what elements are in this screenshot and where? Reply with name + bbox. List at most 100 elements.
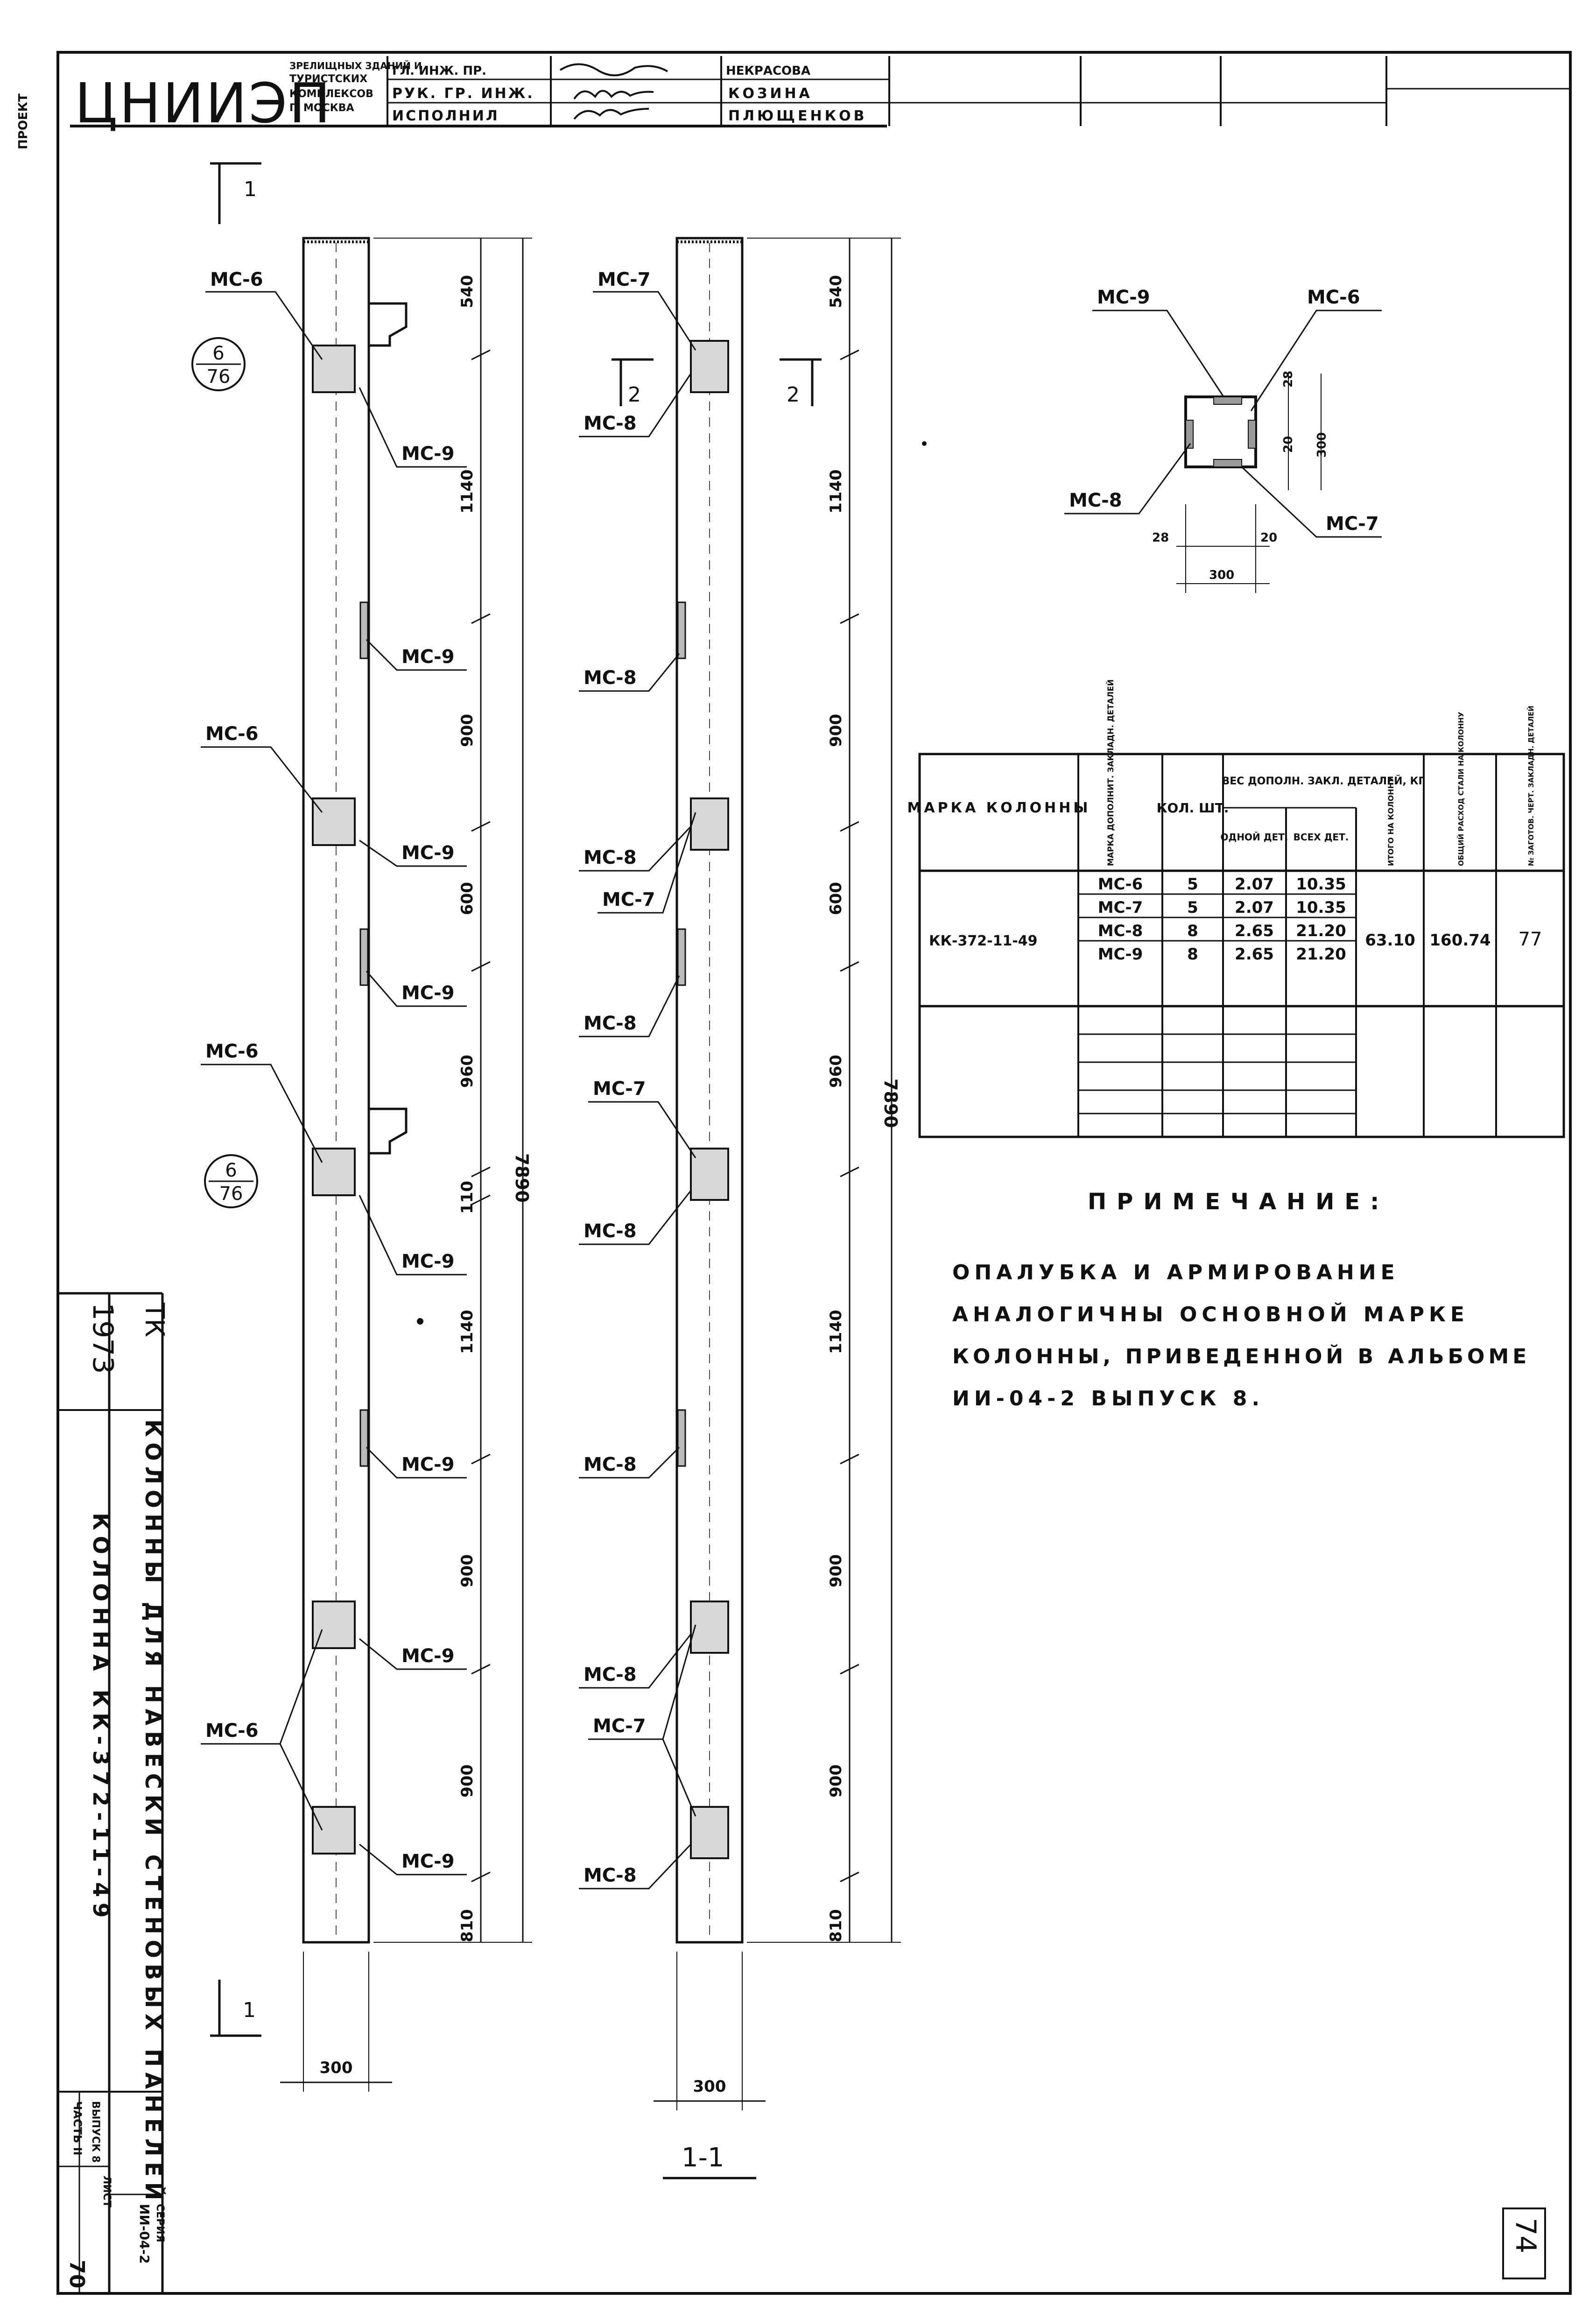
td-qty-2: 8 — [1187, 922, 1198, 940]
th-mark: МАРКА КОЛОННЫ — [907, 800, 1091, 816]
role-1: РУК. ГР. ИНЖ. — [392, 85, 534, 102]
name-2: ПЛЮЩЕНКОВ — [728, 108, 867, 124]
td-all-3: 21.20 — [1296, 945, 1346, 964]
right-dim-8: 810 — [827, 1909, 845, 1942]
left-stamp: 1973 ТК КОЛОННА КК-372-11-49 КОЛОННЫ ДЛЯ… — [58, 1292, 169, 2293]
left-column: 1 1 6 76 6 76 МС-6 МС-9 — [191, 162, 532, 2092]
detail-dim-20b: 20 — [1260, 531, 1277, 545]
left-dim-5: 110 — [458, 1181, 477, 1214]
right-label-6: МС-7 — [593, 1078, 646, 1100]
detail-dim-28b: 28 — [1152, 531, 1169, 545]
note-line-0: ОПАЛУБКА И АРМИРОВАНИЕ — [952, 1261, 1399, 1284]
detail-dim-300a: 300 — [1315, 432, 1329, 458]
detail-dim-28a: 28 — [1281, 371, 1295, 388]
right-label-1: МС-8 — [584, 413, 637, 434]
stamp-code: ТК — [139, 1302, 169, 1337]
org-sub-0: ЗРЕЛИЩНЫХ ЗДАНИЙ И — [289, 60, 422, 71]
specification-table: МАРКА КОЛОННЫ МАРКА ДОПОЛНИТ. ЗАКЛАДН. Д… — [907, 679, 1565, 1138]
left-label-9: МС-9 — [401, 1645, 455, 1667]
td-total: 63.10 — [1365, 931, 1415, 950]
org-name: ЦНИИЭП — [75, 71, 332, 135]
detail-label-br: МС-7 — [1326, 513, 1379, 535]
stamp-drawing: КОЛОННА КК-372-11-49 — [88, 1513, 113, 1923]
right-label-4: МС-7 — [602, 889, 655, 910]
left-dim-0: 540 — [458, 275, 477, 308]
left-dim-1: 1140 — [458, 469, 477, 514]
th-ref: № ЗАГОТОВ. ЧЕРТ. ЗАКЛАДН. ДЕТАЛЕЙ — [1526, 705, 1535, 866]
right-dim-5: 1140 — [827, 1310, 845, 1354]
td-part-3: МС-9 — [1098, 945, 1143, 964]
th-group: ВЕС ДОПОЛН. ЗАКЛ. ДЕТАЛЕЙ, КГ — [1222, 775, 1425, 787]
left-label-3: МС-6 — [205, 723, 259, 745]
left-callout-num-top: 6 — [212, 343, 224, 364]
left-label-1: МС-9 — [401, 443, 455, 465]
td-qty-0: 5 — [1187, 875, 1198, 894]
left-label-11: МС-9 — [401, 1851, 455, 1872]
left-dim-8: 900 — [458, 1764, 477, 1798]
signature-2 — [573, 108, 649, 120]
side-code: ПРОЕКТ — [16, 93, 30, 149]
td-part-0: МС-6 — [1098, 875, 1143, 894]
th-all: ВСЕХ ДЕТ. — [1294, 832, 1349, 843]
right-column: 2 2 МС-7 МС-8 МС-8 МС-8 МС-7 МС-8 МС-7 М… — [579, 237, 901, 2179]
left-width-dim: 300 — [320, 2059, 353, 2077]
td-one-2: 2.65 — [1235, 922, 1274, 940]
right-label-3: МС-8 — [584, 847, 637, 868]
org-sub-3: Г. МОСКВА — [289, 102, 354, 114]
right-dim-7: 900 — [827, 1764, 845, 1798]
left-label-2: МС-9 — [401, 646, 455, 668]
right-dim-3: 600 — [827, 882, 845, 915]
stamp-year: 1973 — [86, 1303, 119, 1374]
note-line-3: ИИ-04-2 ВЫПУСК 8. — [952, 1387, 1264, 1410]
right-label-8: МС-8 — [584, 1454, 637, 1475]
td-part-1: МС-7 — [1098, 898, 1143, 917]
right-section-mark-left: 2 — [628, 383, 641, 407]
signature-0 — [559, 63, 668, 77]
left-dim-3: 600 — [458, 882, 477, 915]
signature-1 — [573, 90, 654, 100]
left-callout-den-mid: 76 — [219, 1183, 243, 1205]
left-dim-7: 900 — [458, 1554, 477, 1587]
note-block: ПРИМЕЧАНИЕ: ОПАЛУБКА И АРМИРОВАНИЕ АНАЛО… — [952, 1189, 1530, 1410]
right-section-mark-right: 2 — [787, 383, 800, 407]
left-callout-den-top: 76 — [207, 366, 231, 388]
td-qty-1: 5 — [1187, 898, 1198, 917]
right-dim-0: 540 — [827, 275, 845, 308]
page-number-box: 74 — [1502, 2207, 1546, 2279]
left-dim-9: 810 — [458, 1909, 477, 1942]
sheet-frame — [56, 51, 1572, 2295]
stamp-sheet-label: ЛИСТ — [101, 2176, 112, 2207]
detail-label-tr: МС-6 — [1307, 287, 1360, 308]
note-line-1: АНАЛОГИЧНЫ ОСНОВНОЙ МАРКЕ — [952, 1302, 1469, 1326]
left-dim-6: 1140 — [458, 1310, 477, 1354]
left-section-mark-top: 1 — [244, 177, 257, 201]
left-label-7: МС-9 — [401, 1251, 455, 1272]
right-label-5: МС-8 — [584, 1013, 637, 1034]
detail-dim-20a: 20 — [1281, 436, 1295, 453]
right-dim-1: 1140 — [827, 469, 845, 514]
left-section-mark-bottom: 1 — [243, 1998, 256, 2022]
left-label-0: МС-6 — [210, 269, 263, 290]
left-console-mid — [369, 1107, 408, 1155]
td-all-2: 21.20 — [1296, 922, 1346, 940]
stamp-sheet: 70 — [65, 2260, 89, 2288]
stamp-subject: КОЛОННЫ ДЛЯ НАВЕСКИ СТЕНОВЫХ ПАНЕЛЕЙ — [141, 1419, 166, 2206]
note-title: ПРИМЕЧАНИЕ: — [1088, 1189, 1389, 1215]
td-mark: КК-372-11-49 — [929, 933, 1038, 949]
left-total-dim: 7890 — [512, 1153, 532, 1203]
scan-speck — [922, 441, 927, 446]
left-label-6: МС-6 — [205, 1041, 259, 1062]
note-line-2: КОЛОННЫ, ПРИВЕДЕННОЙ В АЛЬБОМЕ — [952, 1344, 1530, 1368]
left-console-top — [369, 302, 408, 347]
stamp-series-label: СЕРИЯ — [154, 2204, 166, 2243]
right-caption: 1-1 — [682, 2143, 724, 2173]
left-dim-4: 960 — [458, 1055, 477, 1088]
th-part: МАРКА ДОПОЛНИТ. ЗАКЛАДН. ДЕТАЛЕЙ — [1105, 679, 1116, 866]
td-one-1: 2.07 — [1235, 898, 1274, 917]
detail-dim-300b: 300 — [1209, 568, 1234, 582]
detail-label-bl: МС-8 — [1069, 490, 1122, 511]
title-block: ЦНИИЭП ЗРЕЛИЩНЫХ ЗДАНИЙ И ТУРИСТСКИХ КОМ… — [70, 56, 1570, 135]
left-label-4: МС-9 — [401, 842, 455, 864]
stamp-part: ЧАСТЬ II — [71, 2101, 84, 2155]
